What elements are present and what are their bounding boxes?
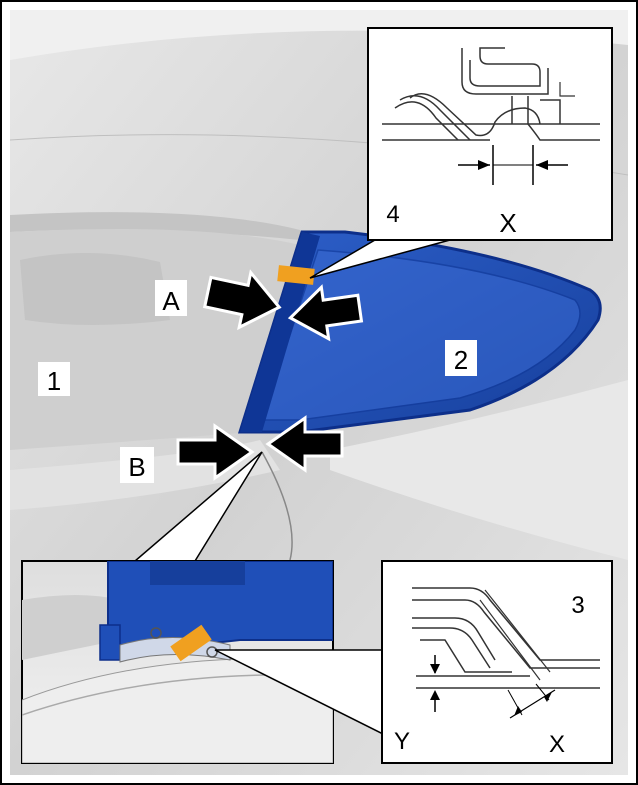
arrow-b-left bbox=[176, 423, 255, 481]
arrow-b-right bbox=[265, 415, 344, 473]
label-dim-y: Y bbox=[394, 728, 410, 755]
arrow-a-right bbox=[287, 284, 364, 342]
label-dim-x-top: X bbox=[499, 208, 516, 238]
label-part-2: 2 bbox=[454, 345, 468, 375]
detail-3-inset bbox=[381, 560, 613, 764]
tape-marker-top bbox=[277, 265, 315, 285]
quarter-glass bbox=[237, 230, 602, 434]
label-a: A bbox=[162, 286, 180, 316]
label-dim-x-bottom: X bbox=[549, 731, 565, 758]
label-detail-3: 3 bbox=[571, 592, 584, 619]
tape-marker-bottom bbox=[170, 624, 212, 662]
label-detail-4: 4 bbox=[386, 201, 399, 228]
label-part-1: 1 bbox=[47, 366, 61, 396]
arrow-a-left bbox=[202, 269, 282, 331]
label-b: B bbox=[128, 452, 145, 482]
detail-4-inset bbox=[367, 27, 613, 241]
